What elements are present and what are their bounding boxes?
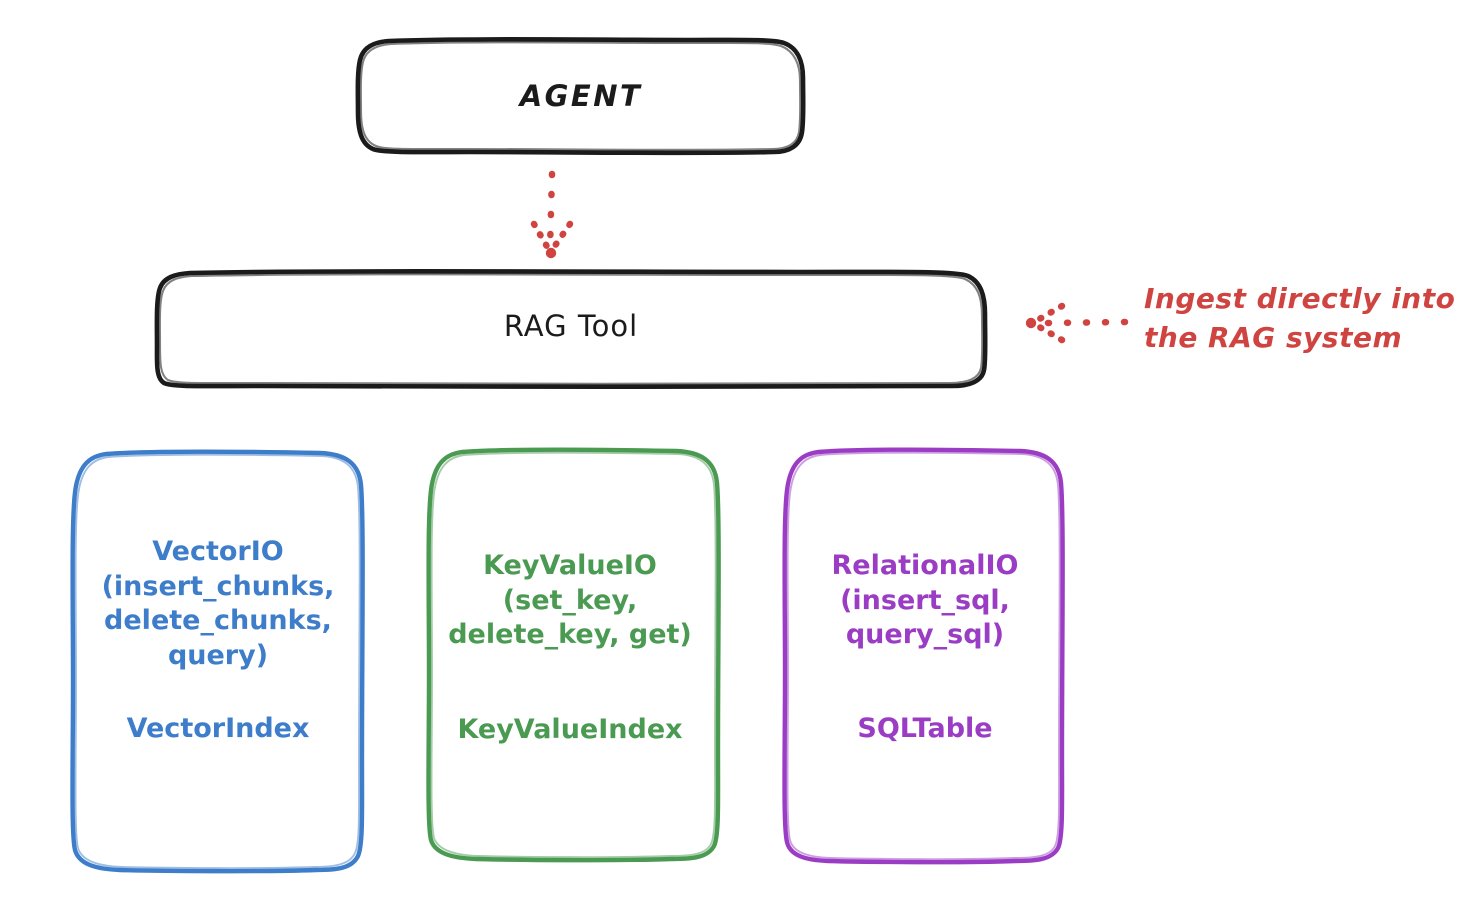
ingest-note-arrowhead-top xyxy=(1032,302,1066,325)
agent-to-rag-tool-arrow-shaft xyxy=(546,170,556,252)
key-value-io-box[interactable] xyxy=(426,447,721,863)
agent-box-outline-sketch xyxy=(359,41,802,151)
agent-box-outline xyxy=(355,37,806,156)
rag-tool-box[interactable] xyxy=(154,269,988,390)
agent-to-rag-tool-arrow-tip xyxy=(545,247,557,259)
vector-io-box[interactable] xyxy=(70,449,365,874)
ingest-note-arrowhead-bottom xyxy=(1032,321,1066,344)
ingest-note-arrow xyxy=(1025,302,1129,344)
ingest-note-arrow-tip xyxy=(1025,317,1037,329)
agent-box[interactable] xyxy=(355,37,806,156)
relational-io-box-outline xyxy=(782,447,1065,865)
relational-io-box[interactable] xyxy=(782,447,1065,865)
vector-io-box-outline xyxy=(70,449,365,874)
ingest-note-arrow-shaft xyxy=(1042,318,1129,327)
agent-to-rag-tool-arrow xyxy=(530,170,574,259)
agent-to-rag-tool-arrowhead-left xyxy=(530,220,553,254)
rag-tool-box-outline-sketch xyxy=(158,273,984,385)
rag-tool-box-outline xyxy=(154,269,988,390)
key-value-io-box-outline xyxy=(426,447,721,863)
vector-io-box-outline-sketch xyxy=(74,453,361,870)
key-value-io-box-outline-sketch xyxy=(430,451,717,859)
agent-to-rag-tool-arrowhead-right xyxy=(548,220,574,254)
relational-io-box-outline-sketch xyxy=(786,451,1061,861)
